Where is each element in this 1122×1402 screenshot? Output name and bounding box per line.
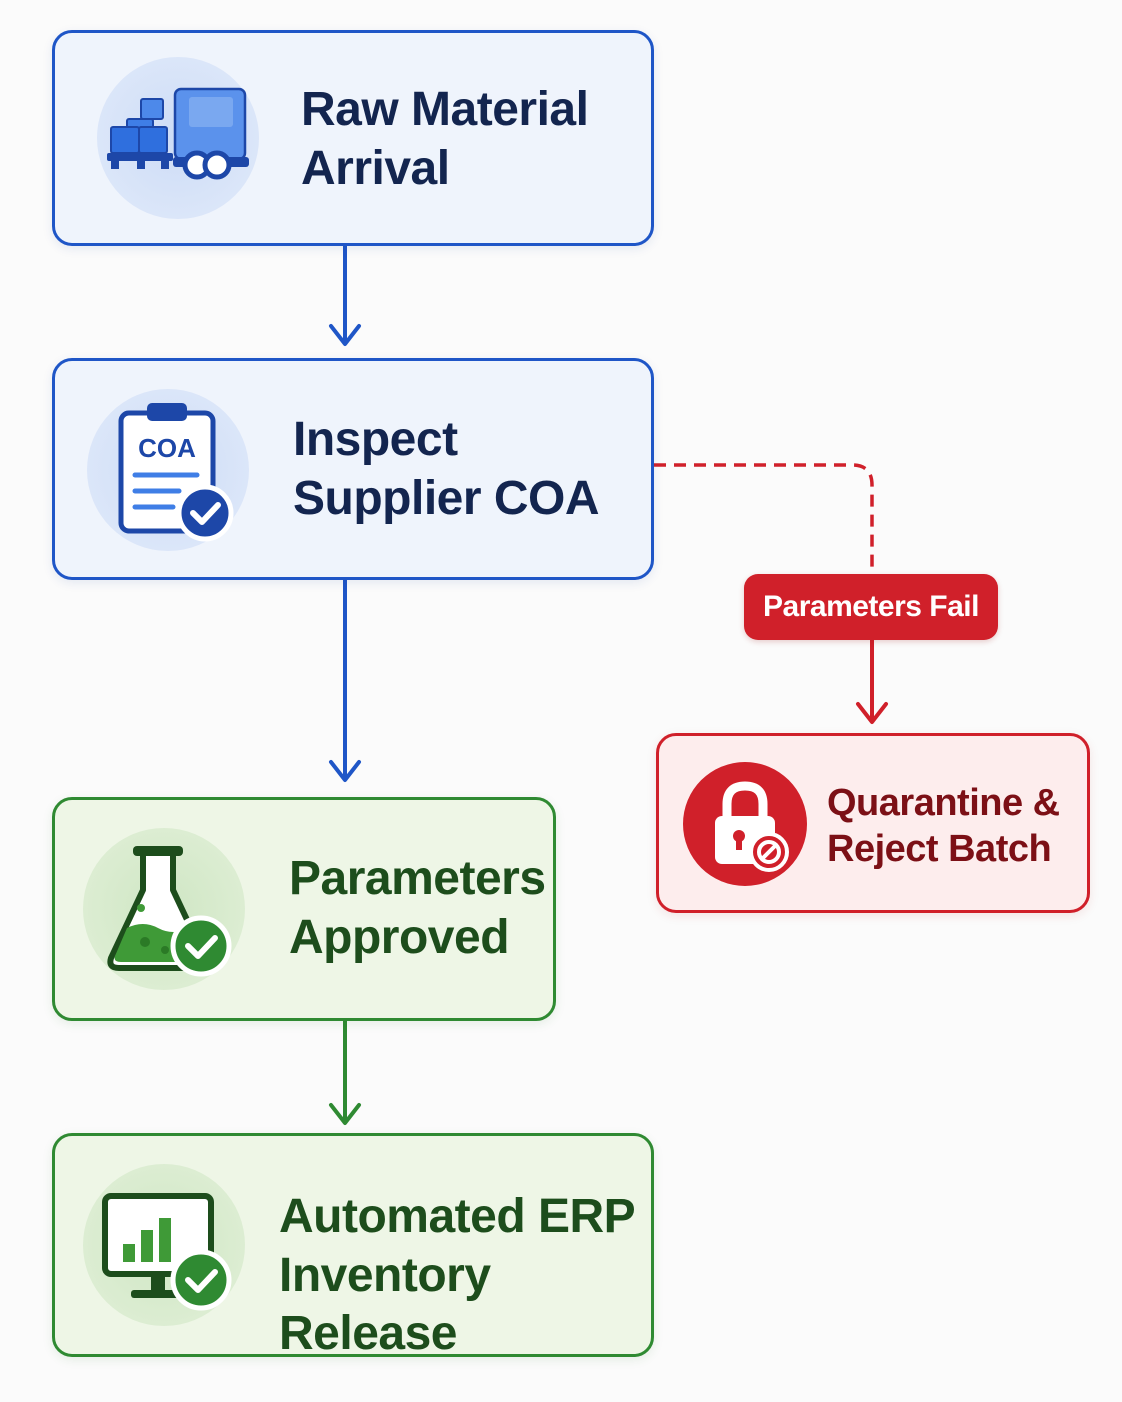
node-label: Inspect Supplier COA — [293, 413, 600, 525]
coa-clipboard-icon: COA — [87, 389, 249, 551]
node-inspect-supplier-coa: COA Inspect Supplier COA — [52, 358, 654, 580]
edge-arrival-to-inspect — [329, 246, 361, 346]
edge-approved-to-release — [329, 1021, 361, 1125]
edge-inspect-to-approved — [329, 580, 361, 782]
edge-label-parameters-fail: Parameters Fail — [744, 574, 998, 640]
edge-inspect-to-quarantine — [654, 463, 888, 724]
node-quarantine-reject-batch: Quarantine & Reject Batch — [656, 733, 1090, 913]
node-label: Raw Material Arrival — [301, 83, 589, 195]
monitor-chart-check-icon — [83, 1164, 245, 1326]
node-raw-material-arrival: Raw Material Arrival — [52, 30, 654, 246]
lock-block-icon — [683, 762, 807, 886]
node-parameters-approved: Parameters Approved — [52, 797, 556, 1021]
node-automated-erp-inventory-release: Automated ERP Inventory Release — [52, 1133, 654, 1360]
flask-check-icon — [83, 828, 245, 990]
node-label: Automated ERP Inventory Release — [279, 1190, 636, 1361]
truck-icon — [97, 57, 259, 219]
node-label: Parameters Approved — [289, 852, 546, 964]
svg-text:COA: COA — [138, 433, 196, 463]
node-label: Quarantine & Reject Batch — [827, 782, 1060, 871]
